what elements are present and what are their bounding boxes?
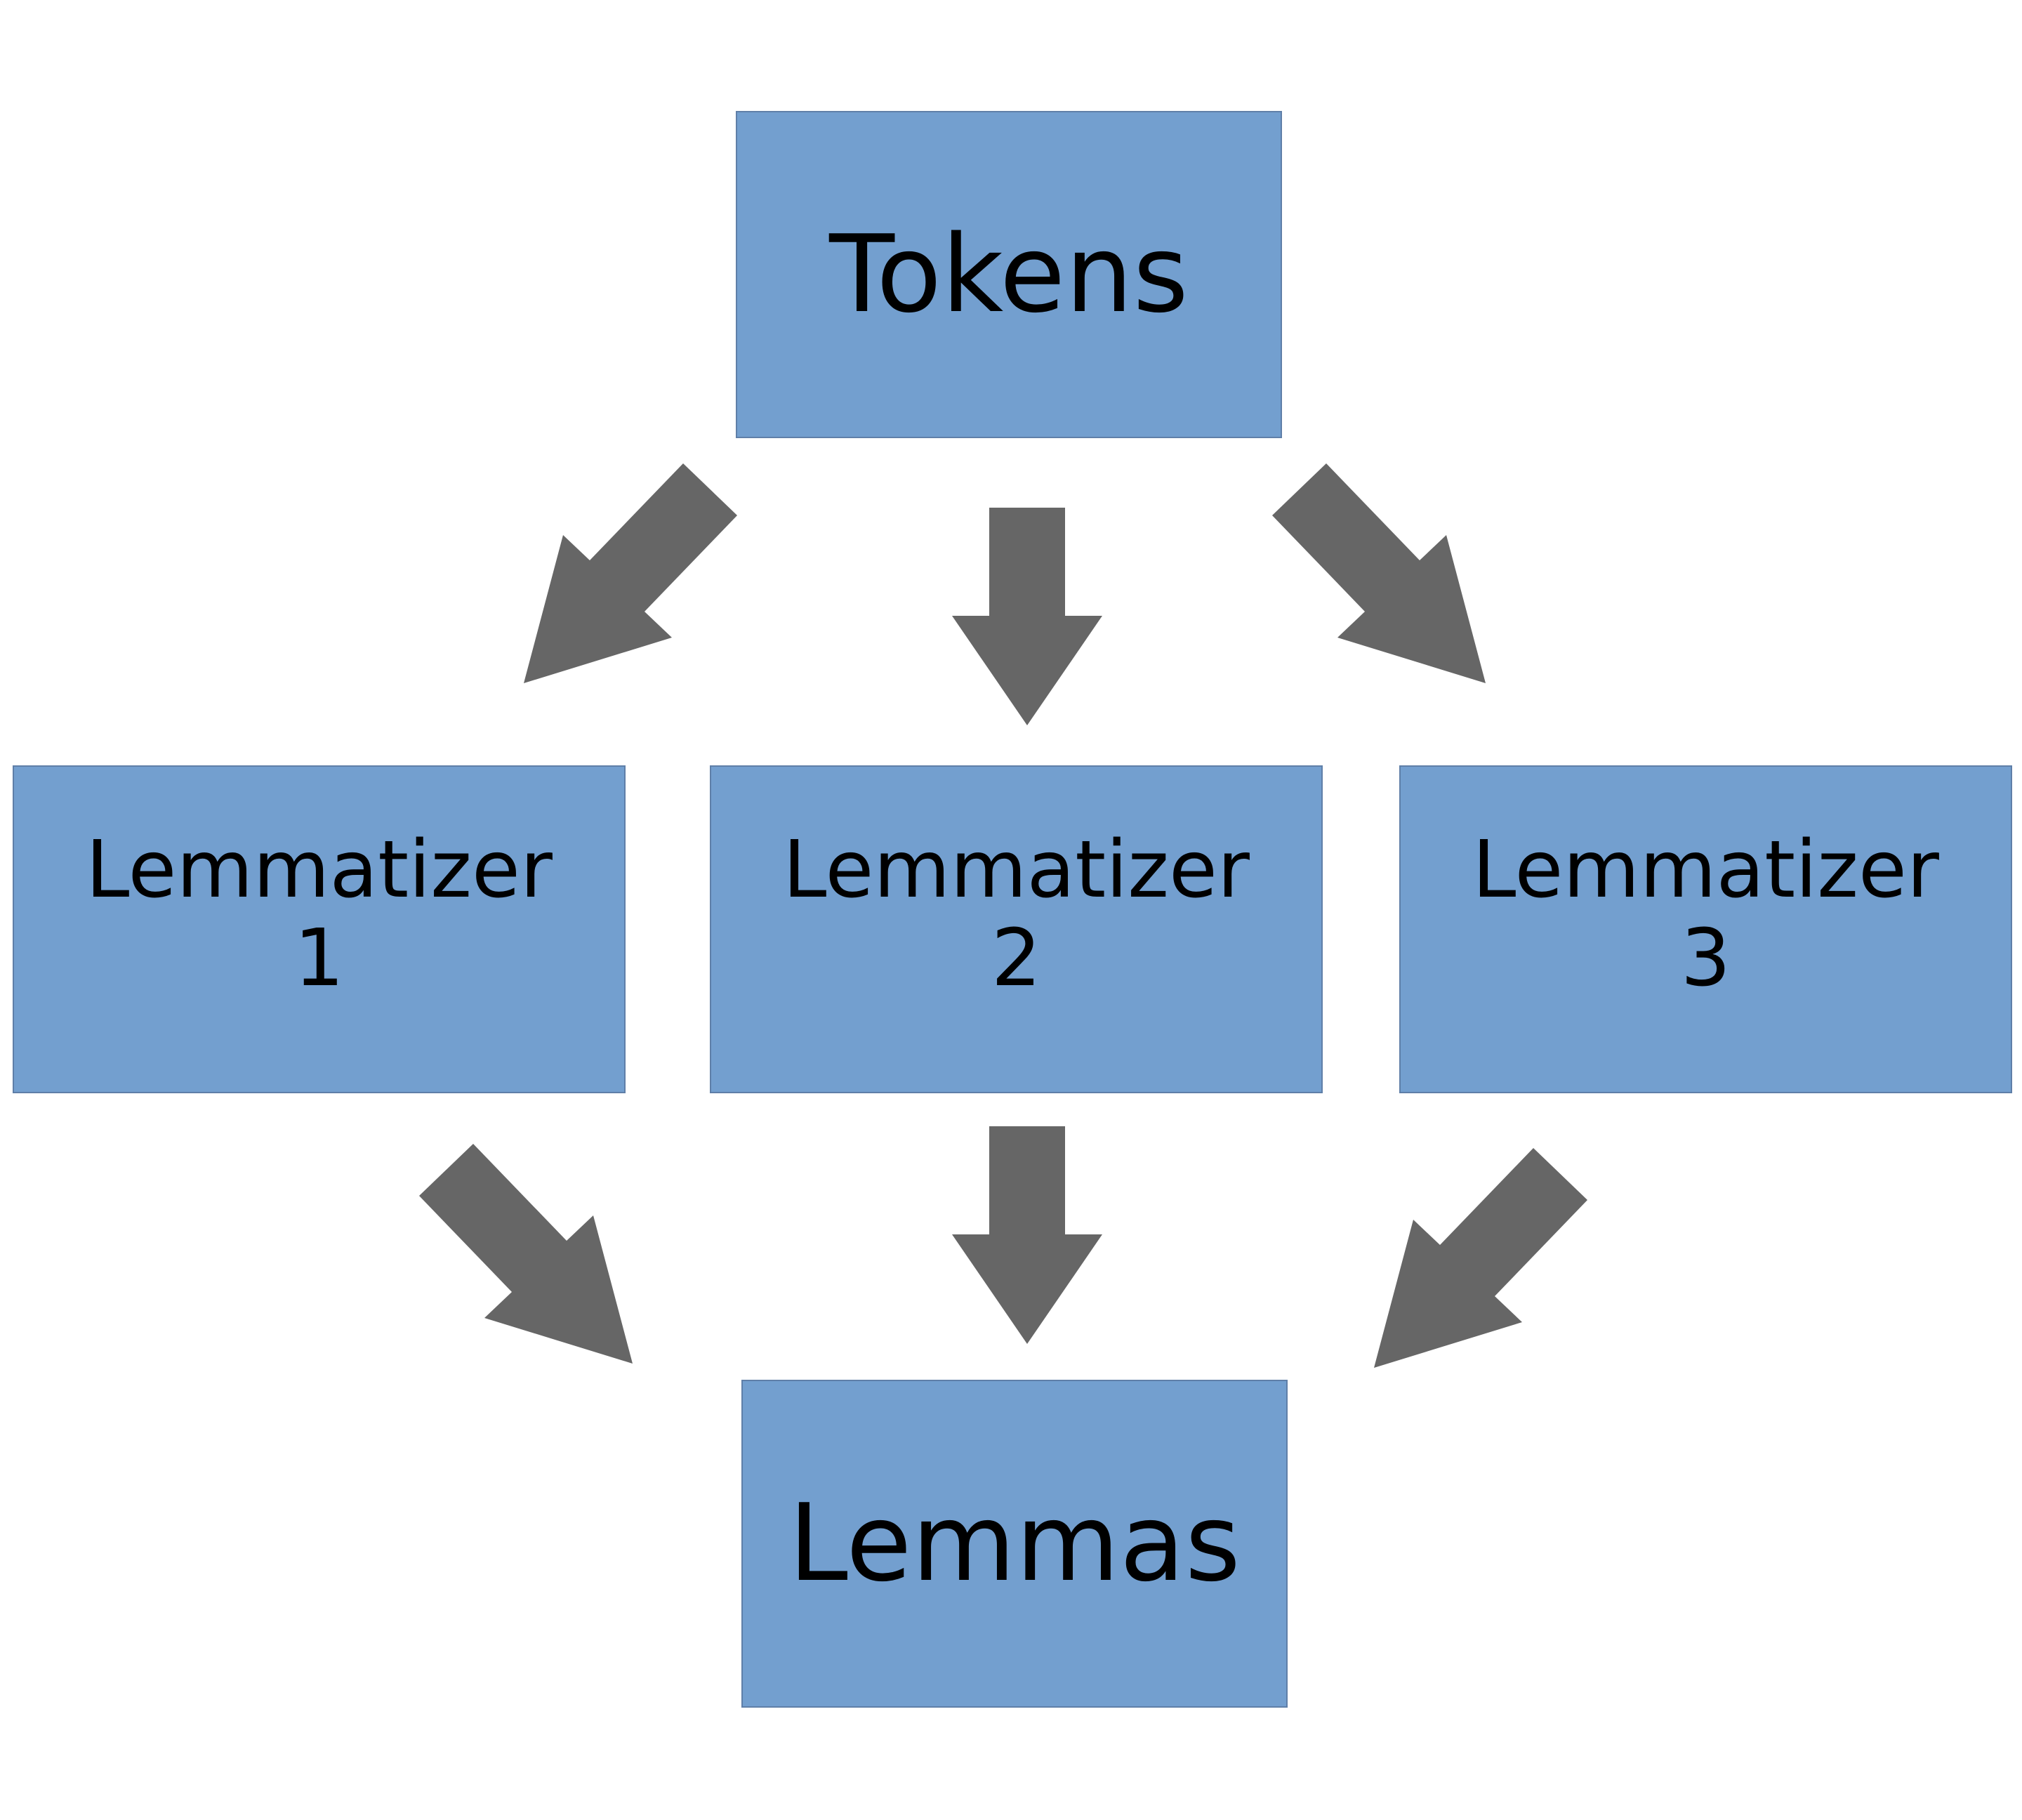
- arrow-tokens-to-lemmatizer-2: [952, 508, 1102, 725]
- arrow-lemmatizer-2-to-lemmas: [952, 1126, 1102, 1344]
- lemmatizer-1-node: Lemmatizer 1: [13, 765, 626, 1093]
- tokens-label: Tokens: [829, 211, 1189, 336]
- arrow-tokens-to-lemmatizer-3: [1272, 463, 1486, 683]
- lemmatizer-3-label: Lemmatizer 3: [1472, 824, 1939, 1004]
- lemmatizer-1-label: Lemmatizer 1: [86, 824, 553, 1004]
- lemmatizer-2-node: Lemmatizer 2: [710, 765, 1323, 1093]
- lemmas-label: Lemmas: [788, 1481, 1241, 1606]
- arrow-lemmatizer-1-to-lemmas: [419, 1144, 633, 1364]
- lemmas-node: Lemmas: [741, 1380, 1288, 1708]
- tokens-node: Tokens: [736, 111, 1282, 438]
- lemmatizer-3-node: Lemmatizer 3: [1399, 765, 2012, 1093]
- arrow-lemmatizer-3-to-lemmas: [1374, 1148, 1587, 1368]
- arrow-tokens-to-lemmatizer-1: [524, 463, 737, 683]
- lemmatizer-2-label: Lemmatizer 2: [783, 824, 1250, 1004]
